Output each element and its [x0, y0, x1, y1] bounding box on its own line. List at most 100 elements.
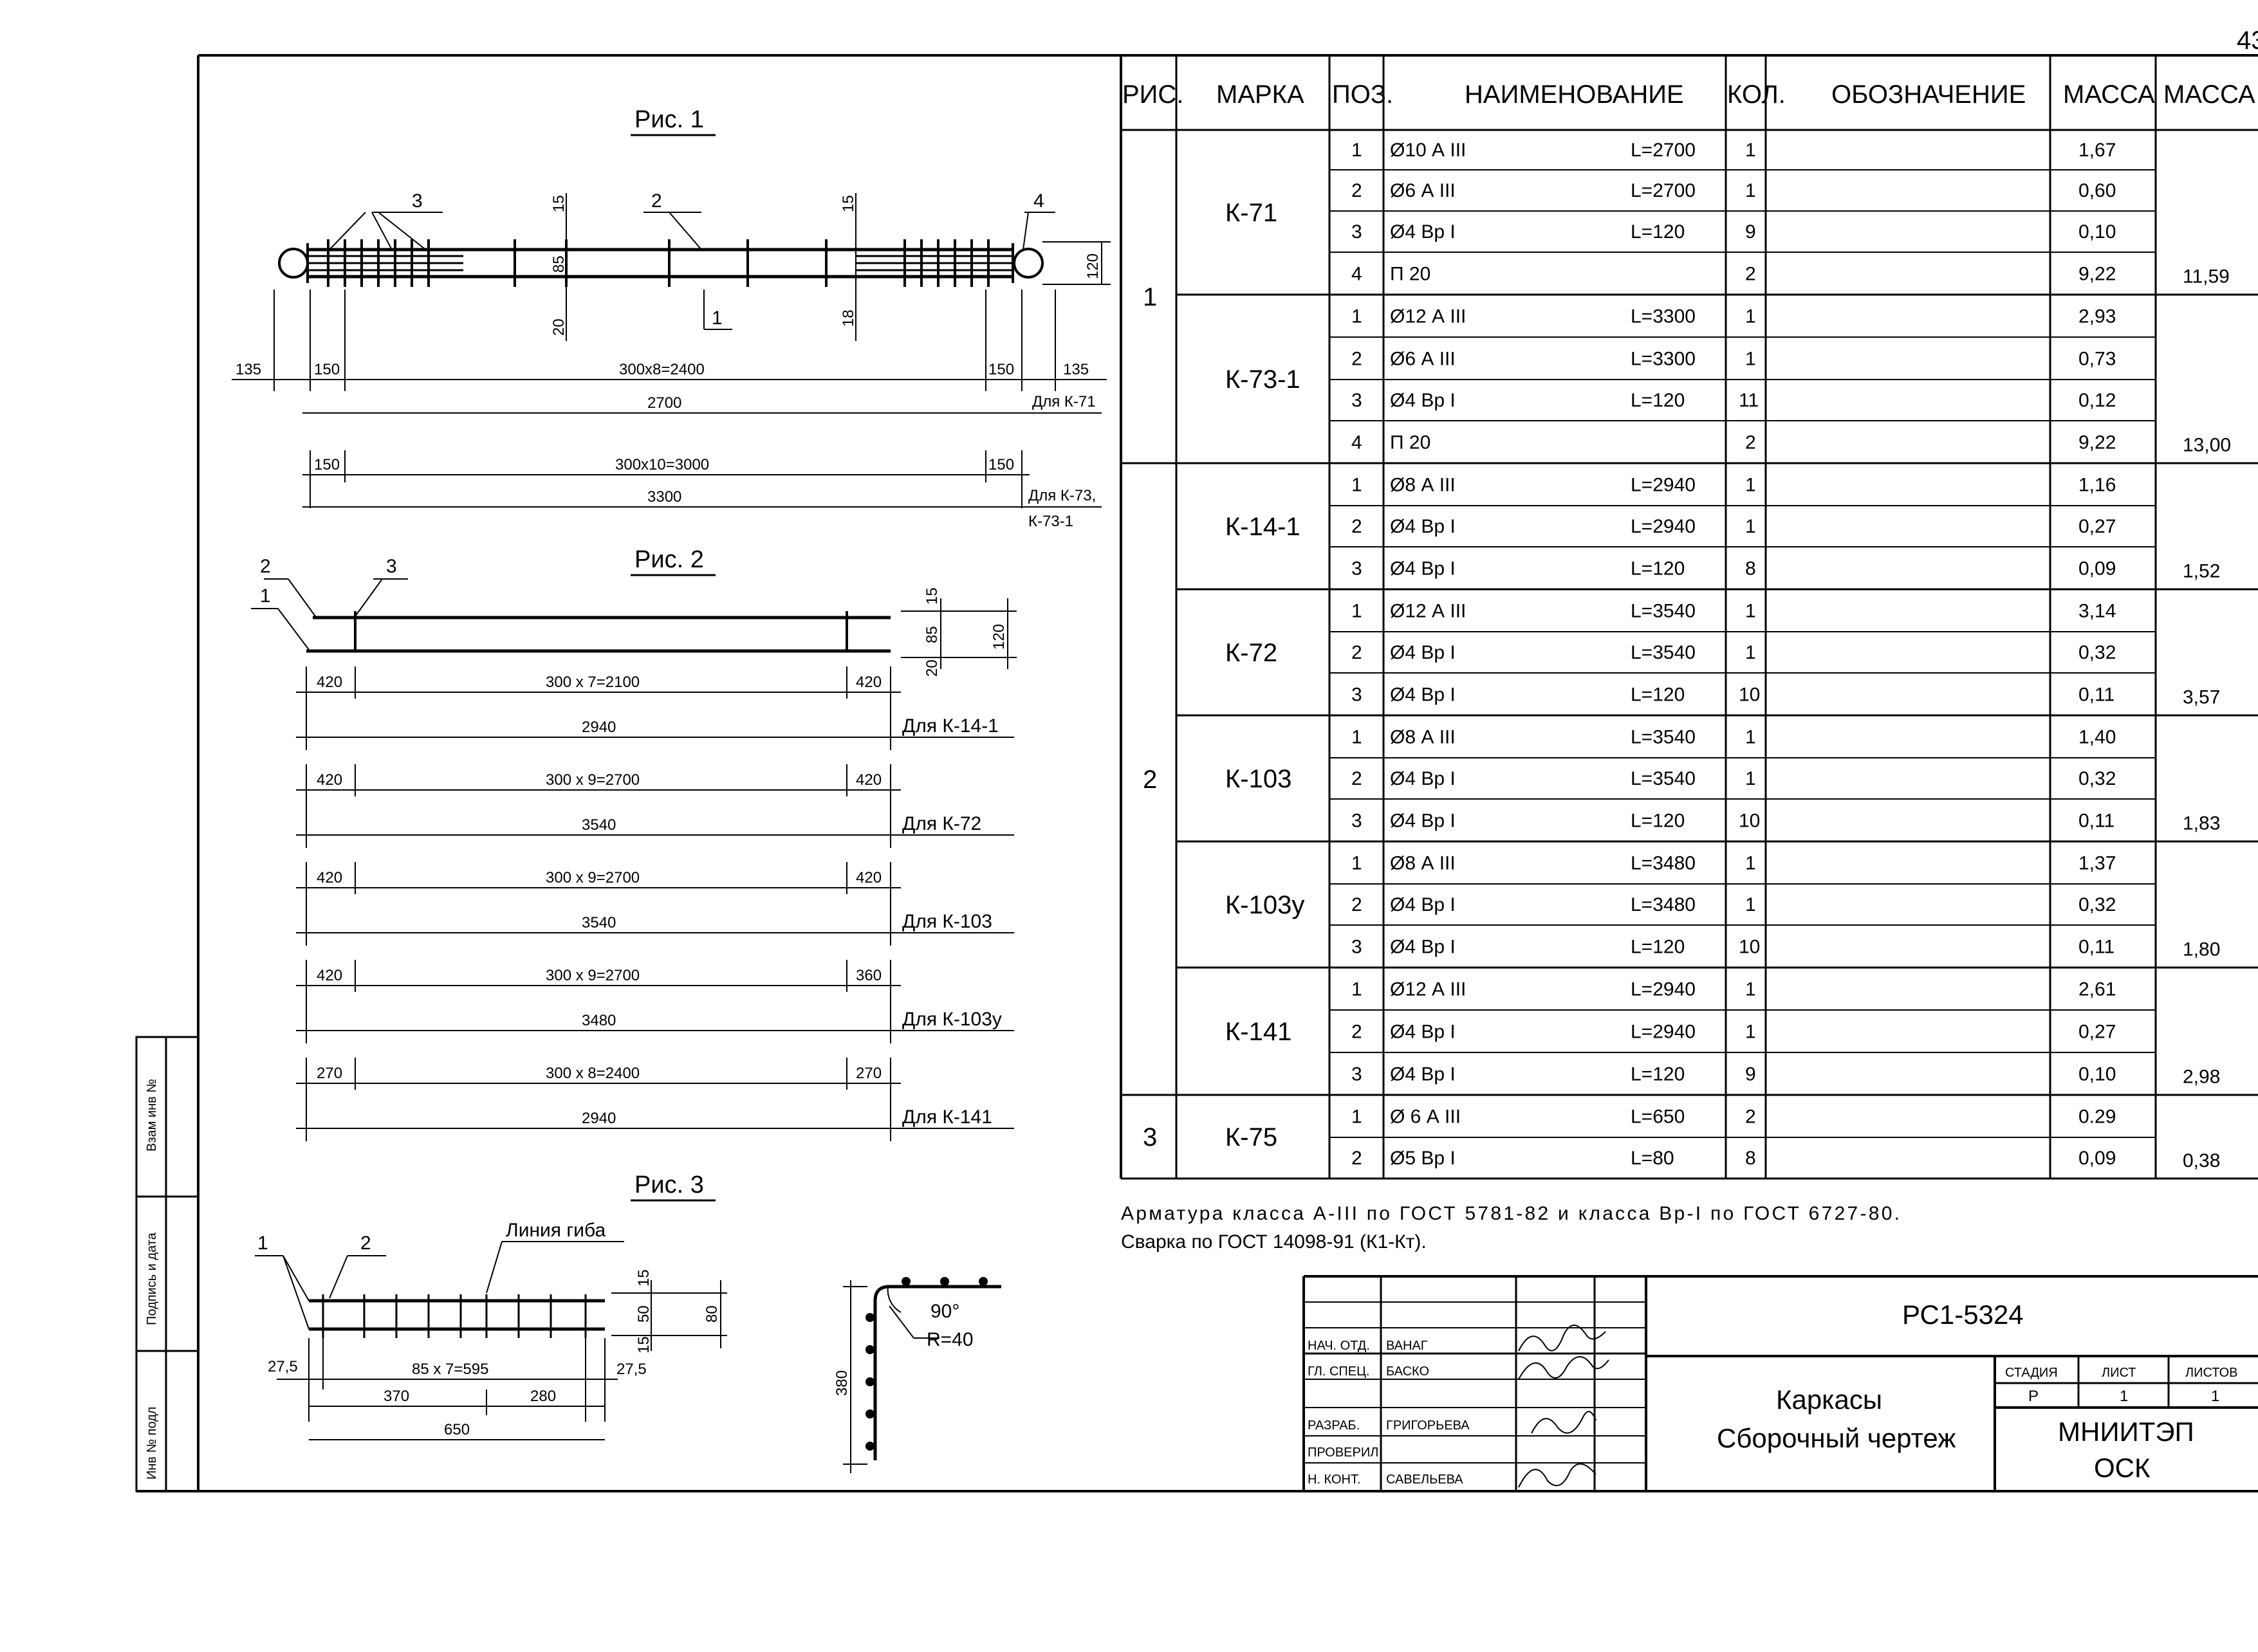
table-length-cell: L=2940 [1631, 516, 1696, 537]
table-pos-cell: 1 [1351, 306, 1362, 327]
table-qty-cell: 10 [1739, 684, 1760, 706]
table-qty-cell: 1 [1745, 516, 1756, 537]
fig2-for-label: Для К-141 [902, 1106, 992, 1128]
table-name-cell: Ø4 Вр I [1390, 558, 1456, 580]
table-length-cell: L=120 [1631, 390, 1685, 411]
fig2-dim-20: 20 [923, 659, 941, 677]
fig2-dim-right: 270 [856, 1065, 882, 1082]
fig1-dim-150-right: 150 [988, 361, 1014, 378]
fig2-dim-total: 3540 [582, 816, 616, 834]
table-header-cell: КОЛ. [1727, 80, 1786, 109]
table-mass-cell: 0,27 [2078, 516, 2116, 537]
sheet-label: ЛИСТ [2102, 1366, 2136, 1380]
table-name-cell: Ø10 А III [1390, 140, 1466, 161]
fig2-dim-left: 270 [317, 1065, 342, 1082]
table-fig-cell: 3 [1143, 1123, 1157, 1152]
fig3-dim-380: 380 [833, 1370, 851, 1396]
fig2-callout-2: 2 [260, 556, 271, 577]
fig1-dim-20: 20 [550, 318, 568, 336]
fig2-callout-1: 1 [260, 585, 271, 607]
staff-role: РАЗРАБ. [1308, 1418, 1360, 1433]
fig1-callout-3: 3 [412, 190, 423, 212]
table-total-mass-cell: 1,52 [2183, 561, 2220, 582]
table-mass-cell: 0,09 [2078, 1148, 2116, 1169]
table-pos-cell: 2 [1351, 768, 1362, 789]
fig1-for-k71: Для К-71 [1032, 393, 1096, 410]
table-qty-cell: 1 [1745, 306, 1756, 327]
table-mark-cell: К-103 [1225, 765, 1291, 793]
table-qty-cell: 10 [1739, 811, 1760, 832]
table-qty-cell: 10 [1739, 937, 1760, 958]
fig1-dim-15a: 15 [550, 195, 568, 212]
fig1-dim-135-left: 135 [236, 361, 261, 378]
table-qty-cell: 8 [1745, 558, 1756, 580]
table-total-mass-cell: 1,80 [2183, 939, 2220, 960]
fig1-dim-150-right-2: 150 [988, 456, 1014, 473]
table-pos-cell: 1 [1351, 853, 1362, 874]
table-mass-cell: 9,22 [2078, 264, 2116, 285]
table-name-cell: Ø8 А III [1390, 475, 1456, 496]
fig2-dim-right: 420 [856, 674, 882, 691]
stage-value: Р [2028, 1388, 2039, 1405]
table-pos-cell: 2 [1351, 516, 1362, 537]
fig2-dim-left: 420 [317, 771, 342, 789]
staff-name: САВЕЛЬЕВА [1386, 1473, 1463, 1487]
doc-title-1: Каркасы [1776, 1384, 1882, 1415]
figure-1: Рис. 1 [232, 106, 1111, 530]
table-name-cell: Ø4 Вр I [1390, 221, 1456, 243]
table-length-cell: L=3540 [1631, 768, 1696, 789]
table-mass-cell: 0,32 [2078, 768, 2116, 789]
table-length-cell: L=120 [1631, 684, 1685, 706]
table-qty-cell: 2 [1745, 1106, 1756, 1128]
table-length-cell: L=3300 [1631, 349, 1696, 370]
table-mass-cell: 2,61 [2078, 979, 2116, 1000]
fig3-angle: 90° [930, 1301, 959, 1322]
table-pos-cell: 1 [1351, 727, 1362, 748]
fig1-dim-3300: 3300 [647, 488, 681, 506]
table-qty-cell: 2 [1745, 432, 1756, 454]
table-mark-cell: К-73-1 [1225, 365, 1300, 394]
fig1-dim-120: 120 [1084, 253, 1102, 279]
fig2-title: Рис. 2 [634, 546, 704, 573]
side-stamp-signature: Подпись и дата [145, 1232, 159, 1325]
table-length-cell: L=2940 [1631, 979, 1696, 1000]
table-name-cell: Ø8 А III [1390, 853, 1456, 874]
table-mark-cell: К-141 [1225, 1018, 1291, 1046]
table-qty-cell: 1 [1745, 475, 1756, 496]
table-qty-cell: 9 [1745, 221, 1756, 243]
side-stamp [135, 1036, 199, 1492]
table-total-mass-cell: 1,83 [2183, 813, 2220, 834]
table-pos-cell: 3 [1351, 937, 1362, 958]
table-mass-cell: 0,27 [2078, 1022, 2116, 1043]
fig3-bend-line: Линия гиба [506, 1220, 606, 1241]
page-number: 43 [2237, 26, 2258, 55]
org-name-2: ОСК [2094, 1453, 2151, 1483]
table-header-cell: РИС. [1122, 80, 1183, 109]
table-name-cell: Ø12 А III [1390, 306, 1466, 327]
fig2-dim-total: 3540 [582, 914, 616, 932]
fig2-dim-right: 420 [856, 771, 882, 789]
table-length-cell: L=120 [1631, 1064, 1685, 1085]
fig2-dim-right: 420 [856, 869, 882, 886]
table-qty-cell: 9 [1745, 1064, 1756, 1085]
table-pos-cell: 1 [1351, 140, 1362, 161]
fig3-callout-1: 1 [257, 1233, 268, 1254]
signatures [1518, 1325, 1609, 1488]
table-mass-cell: 3,14 [2078, 601, 2116, 622]
sheet-value: 1 [2120, 1388, 2128, 1405]
table-length-cell: L=3540 [1631, 727, 1696, 748]
fig2-for-label: Для К-103у [902, 1009, 1002, 1030]
table-length-cell: L=2940 [1631, 1022, 1696, 1043]
table-mass-cell: 0,09 [2078, 558, 2116, 580]
table-name-cell: Ø4 Вр I [1390, 684, 1456, 706]
table-mass-cell: 0,73 [2078, 349, 2116, 370]
doc-code: РС1-5324 [1902, 1299, 2024, 1330]
table-mass-cell: 0,60 [2078, 180, 2116, 201]
staff-role: Н. КОНТ. [1308, 1473, 1361, 1487]
table-mass-cell: 9,22 [2078, 432, 2116, 454]
table-pos-cell: 3 [1351, 811, 1362, 832]
stage-label: СТАДИЯ [2005, 1366, 2058, 1380]
table-name-cell: Ø4 Вр I [1390, 516, 1456, 537]
